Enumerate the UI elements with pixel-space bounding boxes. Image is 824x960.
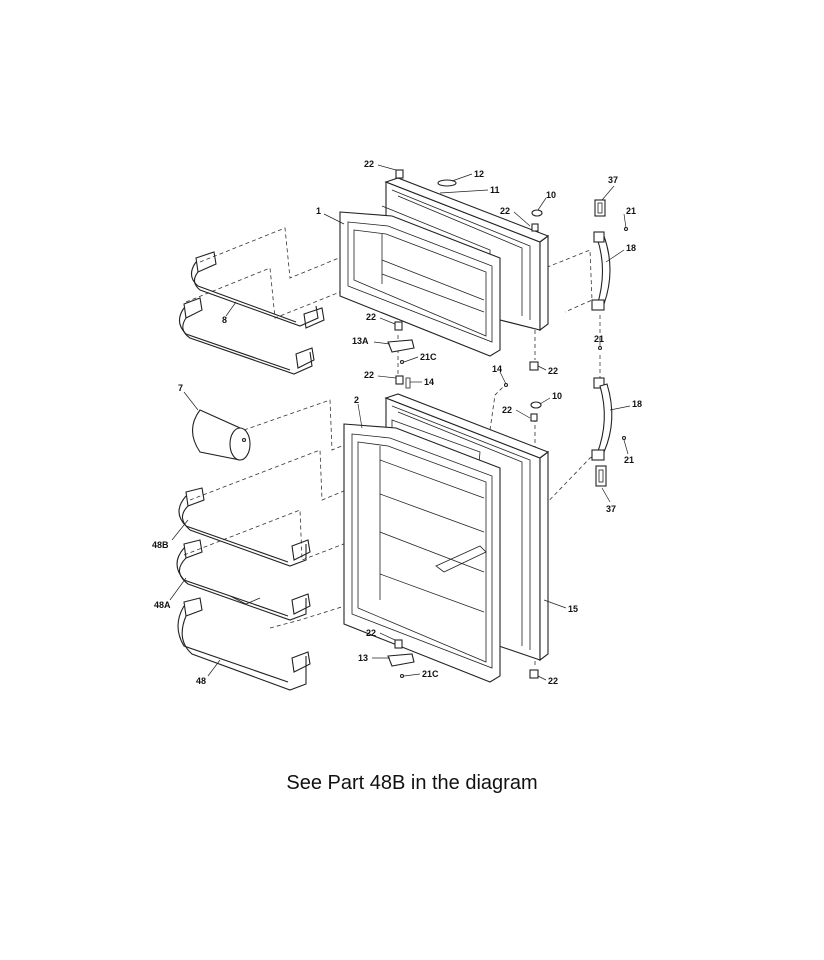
label-22-mid-center: 22 xyxy=(502,405,512,415)
label-18-bottom: 18 xyxy=(632,399,642,409)
freezer-handle xyxy=(591,199,611,311)
label-21-top: 21 xyxy=(626,206,636,216)
label-7: 7 xyxy=(178,383,183,393)
freezer-door-gasket xyxy=(339,211,501,357)
label-21C-top: 21C xyxy=(420,352,437,362)
label-14-right: 14 xyxy=(424,377,434,387)
label-37-top: 37 xyxy=(608,175,618,185)
door-shelf-48B xyxy=(178,487,311,567)
label-22-top-freezer: 22 xyxy=(364,159,374,169)
label-22-bottom-hinge: 22 xyxy=(366,628,376,638)
label-21-bottom: 21 xyxy=(624,455,634,465)
label-37-bottom: 37 xyxy=(606,504,616,514)
label-15: 15 xyxy=(568,604,578,614)
label-13A: 13A xyxy=(352,336,369,346)
label-1: 1 xyxy=(316,206,321,216)
freezer-door-shelf-lower xyxy=(178,297,315,375)
label-13: 13 xyxy=(358,653,368,663)
label-22-mid-right: 22 xyxy=(548,366,558,376)
label-22-freezer-hinge: 22 xyxy=(366,312,376,322)
label-2: 2 xyxy=(354,395,359,405)
label-22-fresh-top: 22 xyxy=(364,370,374,380)
label-10-top: 10 xyxy=(546,190,556,200)
diagram-caption: See Part 48B in the diagram xyxy=(286,772,538,794)
label-48B: 48B xyxy=(152,540,169,550)
label-22-bottom-right: 22 xyxy=(548,676,558,686)
label-12: 12 xyxy=(474,169,484,179)
label-22-top-right: 22 xyxy=(500,206,510,216)
label-21-mid: 21 xyxy=(594,334,604,344)
leader-lines xyxy=(169,164,631,681)
part-labels: 22 12 11 10 22 37 21 18 1 8 22 13A 21C 2… xyxy=(152,159,642,686)
hardware-top xyxy=(387,169,629,371)
label-8: 8 xyxy=(222,315,227,325)
freezer-door-shelf-upper xyxy=(190,251,325,329)
door-shelf-48A xyxy=(176,539,311,621)
label-18-top: 18 xyxy=(626,243,636,253)
fresh-food-door-gasket xyxy=(343,423,501,683)
door-shelf-48 xyxy=(177,597,311,691)
dairy-compartment-cylinder xyxy=(191,409,251,461)
label-11: 11 xyxy=(490,185,500,195)
label-21C-bottom: 21C xyxy=(422,669,439,679)
label-10-mid: 10 xyxy=(552,391,562,401)
label-48A: 48A xyxy=(154,600,171,610)
hardware-middle xyxy=(387,375,542,679)
label-14-left: 14 xyxy=(492,364,502,374)
label-48: 48 xyxy=(196,676,206,686)
fresh-food-handle xyxy=(591,377,627,487)
